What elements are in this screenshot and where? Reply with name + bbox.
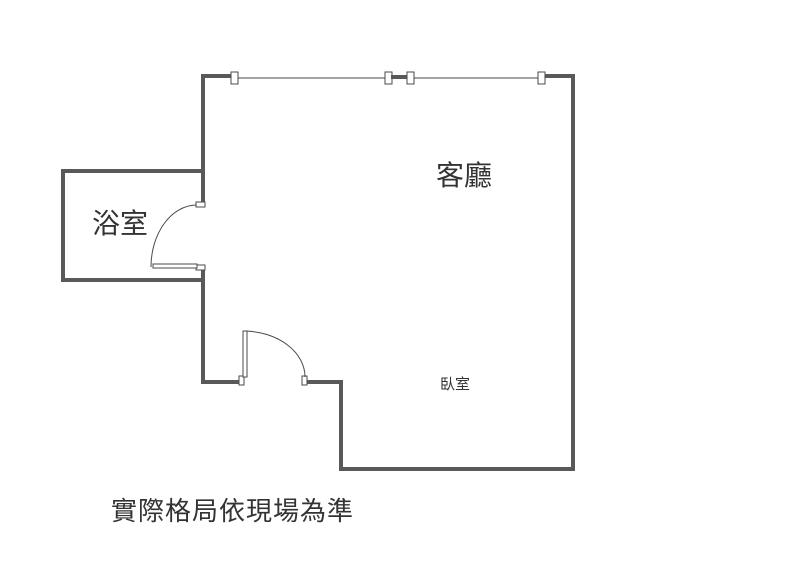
window-jamb — [537, 71, 546, 85]
window-jamb — [406, 71, 415, 85]
door-swing-arc — [244, 330, 306, 378]
door-jamb — [238, 375, 245, 386]
door-jamb — [195, 201, 206, 208]
door-leaf — [242, 330, 248, 378]
left-wall-lower — [201, 268, 243, 384]
door-swing-arc — [150, 204, 197, 268]
bedroom-label: 臥室 — [440, 375, 470, 393]
bathroom-walls — [61, 169, 205, 282]
bathroom-door — [150, 201, 206, 271]
windows — [230, 71, 546, 85]
door-leaf — [152, 263, 198, 269]
left-wall-upper — [201, 74, 234, 206]
bathroom-label: 浴室 — [92, 207, 148, 240]
main-walls — [201, 74, 575, 471]
living-room-label: 客廳 — [436, 159, 492, 192]
entry-door — [238, 330, 308, 386]
bathroom-outer-wall — [61, 169, 205, 282]
layout-disclaimer: 實際格局依現場為準 — [111, 497, 355, 527]
bottom-step-wall — [304, 74, 575, 471]
window-jamb — [230, 71, 239, 85]
window-jamb — [384, 71, 393, 85]
door-jamb — [301, 375, 308, 386]
